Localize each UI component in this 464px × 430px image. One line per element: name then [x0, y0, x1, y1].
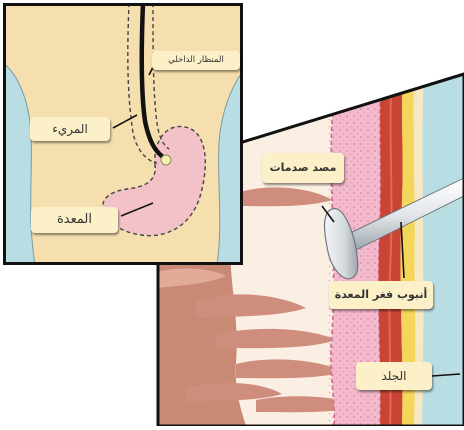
label-stomach: المعدة [31, 207, 118, 233]
label-bumper: مصد صدمات [262, 153, 344, 183]
label-esophagus: المريء [30, 117, 110, 141]
endoscope-light [161, 155, 171, 165]
label-gastrostomy-tube: أنبوب فغر المعدة [329, 281, 433, 309]
label-skin: الجلد [356, 362, 432, 390]
label-endoscope: المنظار الداخلي [152, 51, 240, 70]
